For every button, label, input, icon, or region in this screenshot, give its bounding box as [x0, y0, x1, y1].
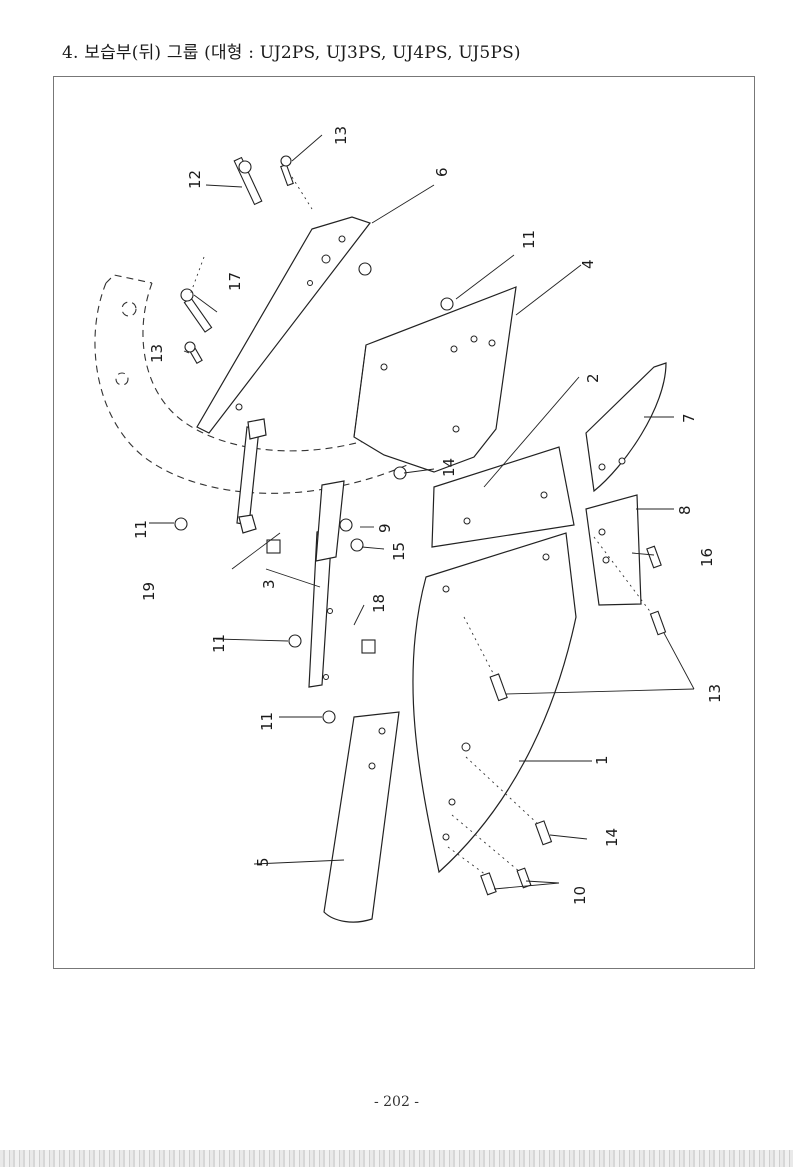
part-7-wing: [585, 362, 667, 493]
leader-lines: [149, 134, 695, 890]
section-heading: 4. 보습부(뒤) 그룹 (대형 : UJ2PS, UJ3PS, UJ4PS, …: [62, 43, 521, 63]
part-1-main-moldboard: [412, 532, 577, 874]
callout-19: 19: [140, 582, 158, 601]
callout-13-top: 13: [332, 126, 350, 145]
callout-18: 14: [603, 828, 621, 847]
callout-15: 16: [698, 548, 716, 567]
part-2-middle-plate: [431, 446, 575, 548]
part-4-upper-moldboard: [353, 286, 517, 473]
part-3-bracket: [308, 480, 345, 688]
part-19-link: [236, 418, 267, 534]
callout-13-right: 13: [706, 684, 724, 703]
part-8-small-plate: [585, 494, 642, 606]
exploded-diagram-frame: 12 13 6 11 4 17 13 2 7 14 8 9 11 15 16 3…: [53, 76, 755, 969]
callout-14-lower: 15: [390, 542, 408, 561]
scan-edge-strip: [0, 1150, 793, 1167]
page-number: - 202 -: [373, 1094, 420, 1110]
callout-2: 2: [584, 373, 602, 383]
callout-3: 3: [260, 579, 278, 589]
callout-17: 18: [370, 594, 388, 613]
callout-16: 17: [226, 272, 244, 291]
callout-5: 5: [254, 857, 272, 867]
callout-4: 4: [579, 259, 597, 269]
callout-10: 10: [571, 886, 589, 905]
callout-14-upper: 14: [440, 458, 458, 477]
fasteners: [174, 155, 667, 896]
callout-9: 9: [376, 523, 394, 533]
callout-labels: 12 13 6 11 4 17 13 2 7 14 8 9 11 15 16 3…: [132, 126, 724, 905]
part-6-upper-bar: [196, 216, 371, 434]
callout-13-left: 13: [148, 344, 166, 363]
callout-1: 1: [593, 755, 611, 765]
plow-bottom-exploded-view: 12 13 6 11 4 17 13 2 7 14 8 9 11 15 16 3…: [94, 126, 724, 923]
callout-6: 6: [433, 167, 451, 177]
callout-11-mid: 11: [210, 634, 228, 653]
callout-8: 8: [676, 505, 694, 515]
callout-7: 7: [680, 413, 698, 423]
callout-11-left: 11: [132, 520, 150, 539]
callout-12: 12: [186, 170, 204, 189]
callout-11-upper: 11: [520, 230, 538, 249]
beam-outline-dashed: [94, 274, 415, 494]
part-5-landside-bar: [323, 711, 400, 923]
callout-11-lower: 11: [258, 712, 276, 731]
